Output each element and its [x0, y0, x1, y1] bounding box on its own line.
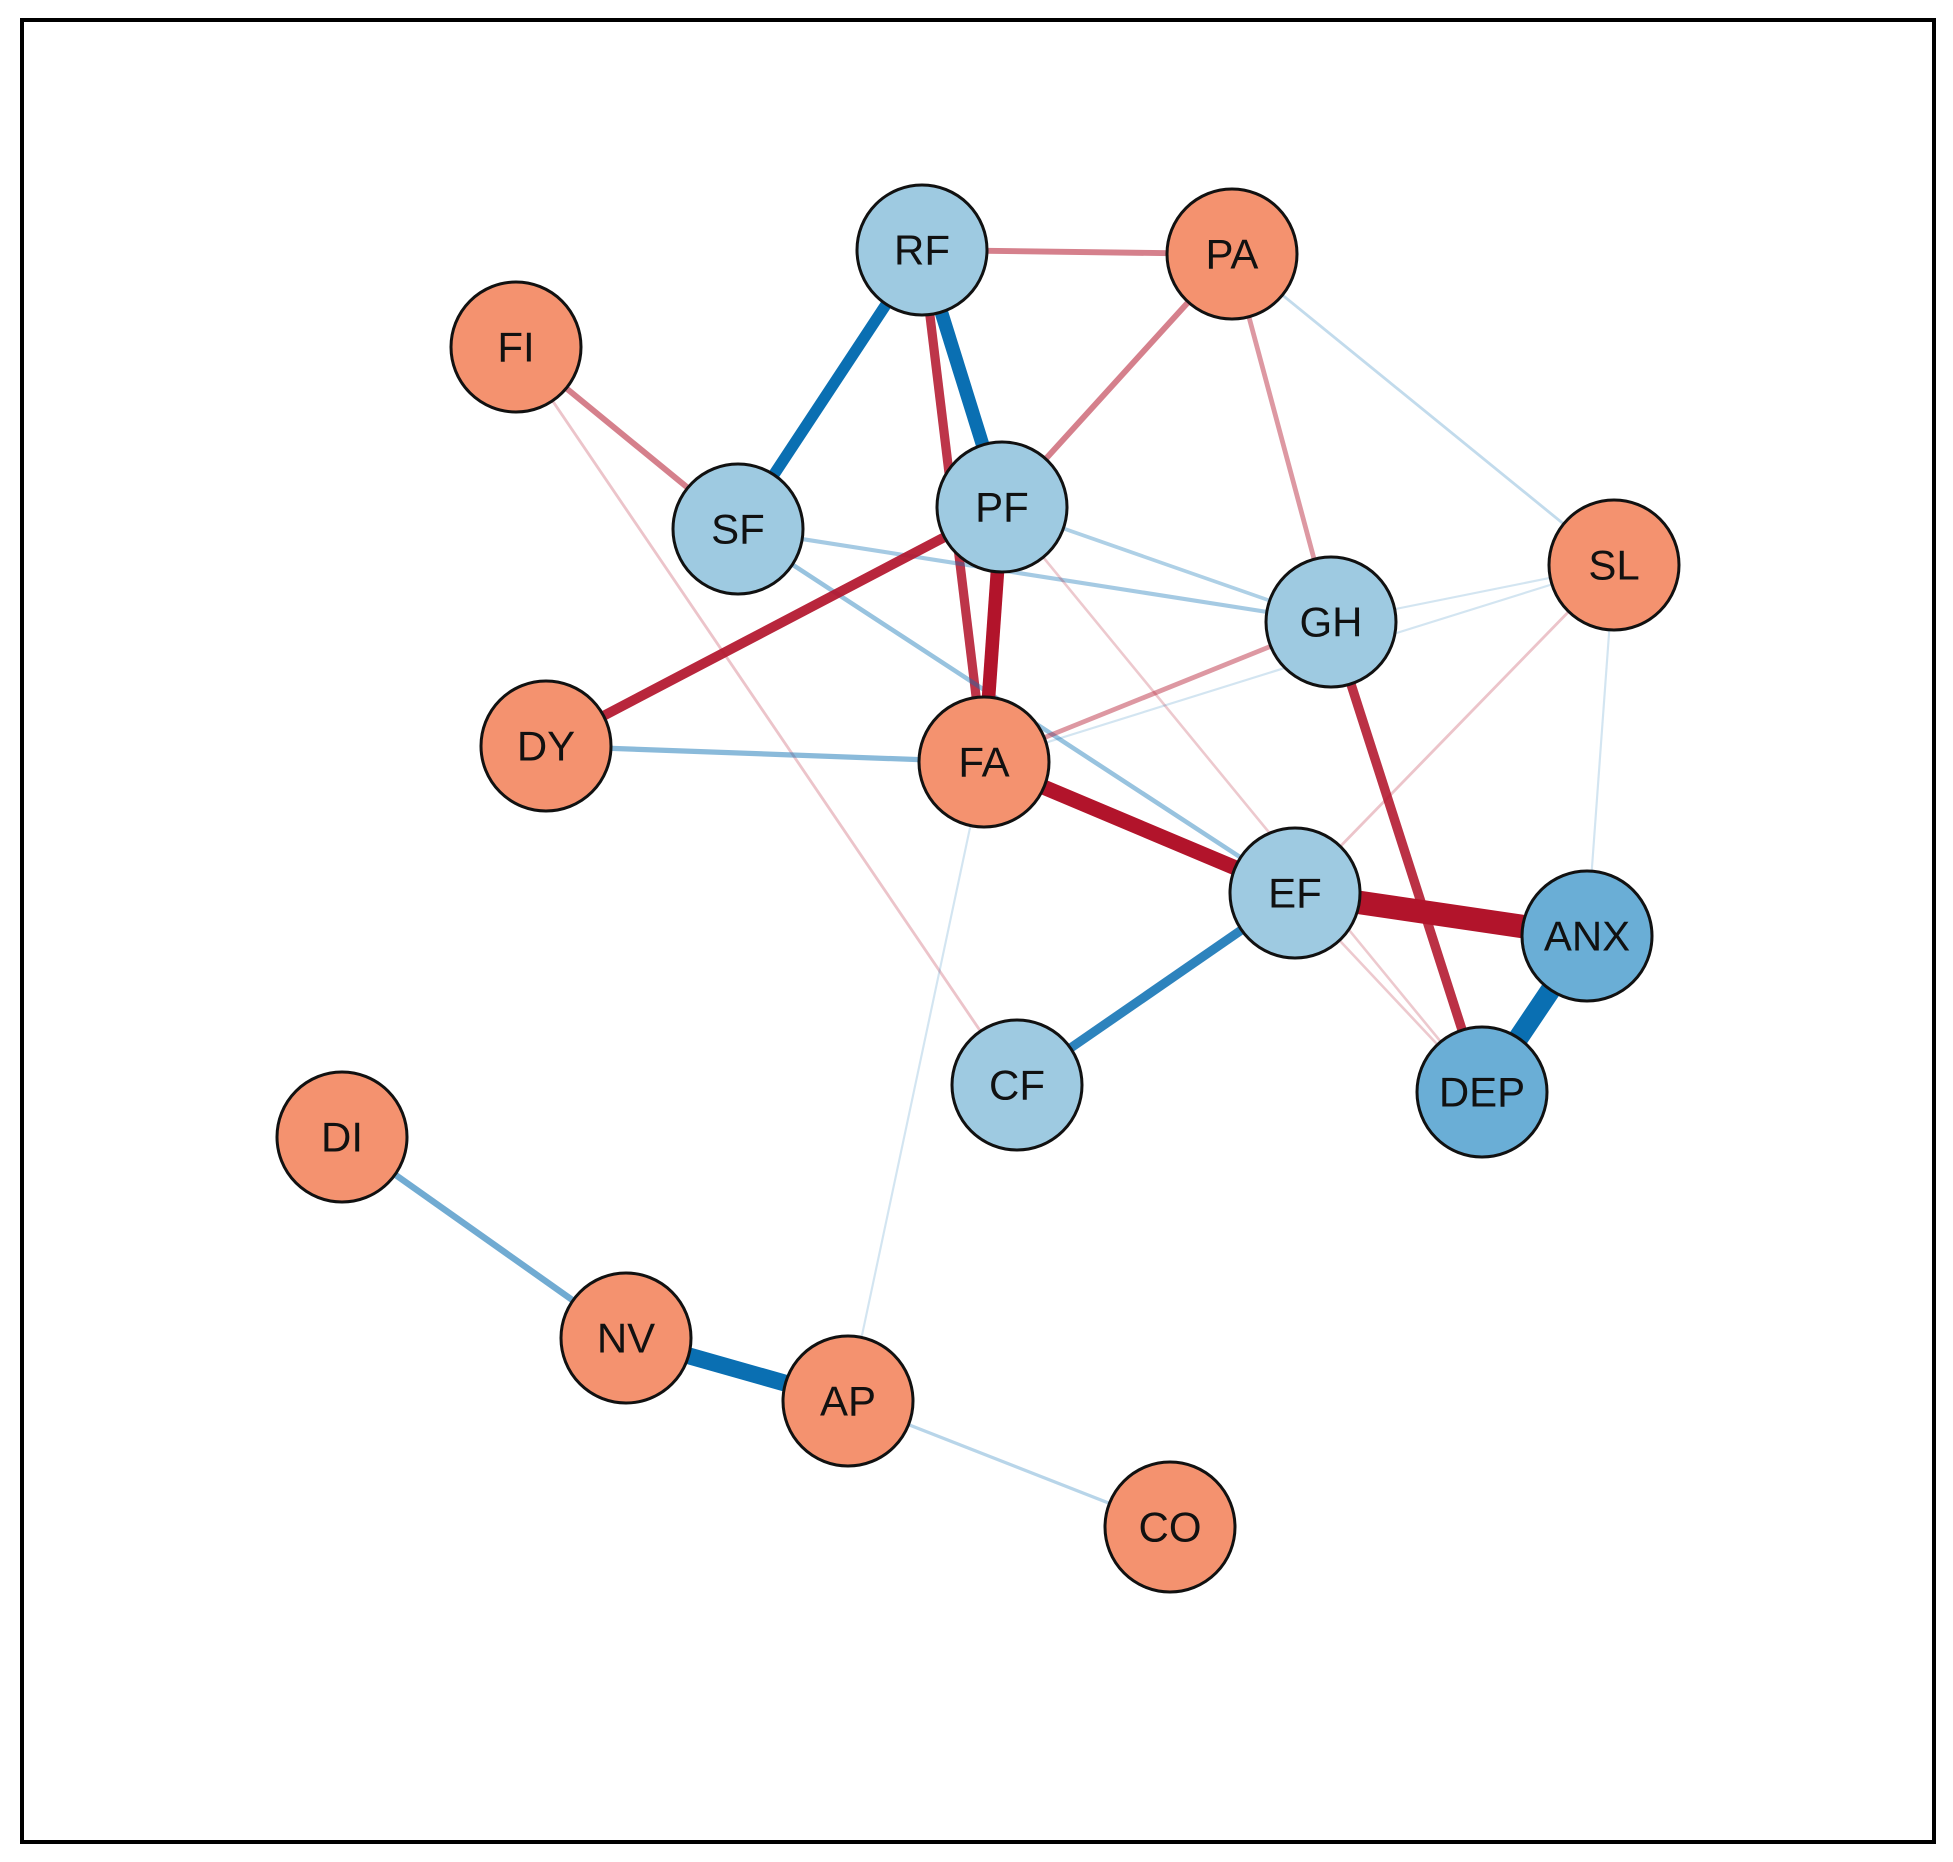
node-circle [935, 440, 1069, 574]
node-label: CO [1139, 1504, 1202, 1551]
node-ap: AP [781, 1334, 915, 1468]
edge-pa-sl [1231, 252, 1615, 567]
node-label: AP [820, 1378, 876, 1425]
node-pa: PA [1165, 187, 1299, 321]
node-rf: RF [855, 183, 989, 317]
node-label: DI [321, 1114, 363, 1161]
node-sl: SL [1547, 498, 1681, 632]
node-circle [1165, 187, 1299, 321]
node-fi: FI [449, 280, 583, 414]
node-di: DI [275, 1070, 409, 1204]
node-circle [1264, 555, 1398, 689]
node-dep: DEP [1415, 1025, 1549, 1159]
edge-fa-ap [846, 761, 986, 1402]
node-circle [950, 1018, 1084, 1152]
node-ef: EF [1228, 826, 1362, 960]
node-label: PF [975, 484, 1029, 531]
node-circle [1547, 498, 1681, 632]
node-label: EF [1268, 870, 1322, 917]
node-label: FA [958, 739, 1009, 786]
node-label: CF [989, 1062, 1045, 1109]
edge-fi-cf [514, 346, 1019, 1086]
node-pf: PF [935, 440, 1069, 574]
node-nv: NV [559, 1271, 693, 1405]
node-label: SL [1588, 542, 1639, 589]
node-label: GH [1300, 599, 1363, 646]
node-co: CO [1103, 1460, 1237, 1594]
node-anx: ANX [1520, 869, 1654, 1003]
node-circle [1228, 826, 1362, 960]
edge-gh-dep [1326, 620, 1487, 1094]
node-label: SF [711, 506, 765, 553]
node-circle [1520, 869, 1654, 1003]
node-fa: FA [917, 695, 1051, 829]
node-label: DY [517, 723, 575, 770]
node-circle [1103, 1460, 1237, 1594]
node-circle [671, 462, 805, 596]
node-cf: CF [950, 1018, 1084, 1152]
node-circle [559, 1271, 693, 1405]
node-circle [449, 280, 583, 414]
node-circle [917, 695, 1051, 829]
node-circle [781, 1334, 915, 1468]
node-circle [479, 679, 613, 813]
node-sf: SF [671, 462, 805, 596]
node-dy: DY [479, 679, 613, 813]
node-label: RF [894, 227, 950, 274]
node-label: PA [1206, 231, 1259, 278]
node-label: ANX [1544, 913, 1630, 960]
node-gh: GH [1264, 555, 1398, 689]
node-label: DEP [1439, 1069, 1525, 1116]
node-circle [855, 183, 989, 317]
edge-pf-dy [543, 502, 1005, 751]
edge-pf-dep [1000, 506, 1484, 1093]
node-label: NV [597, 1315, 655, 1362]
node-label: FI [497, 324, 534, 371]
node-circle [275, 1070, 409, 1204]
edge-sf-gh [737, 526, 1332, 625]
node-circle [1415, 1025, 1549, 1159]
edge-dy-fa [545, 743, 985, 765]
nodes-layer: RF PA FI SF PF SL GH DY FA EF ANX CF DEP DI NV AP CO [275, 183, 1681, 1594]
edge-sl-ef [1293, 564, 1616, 894]
